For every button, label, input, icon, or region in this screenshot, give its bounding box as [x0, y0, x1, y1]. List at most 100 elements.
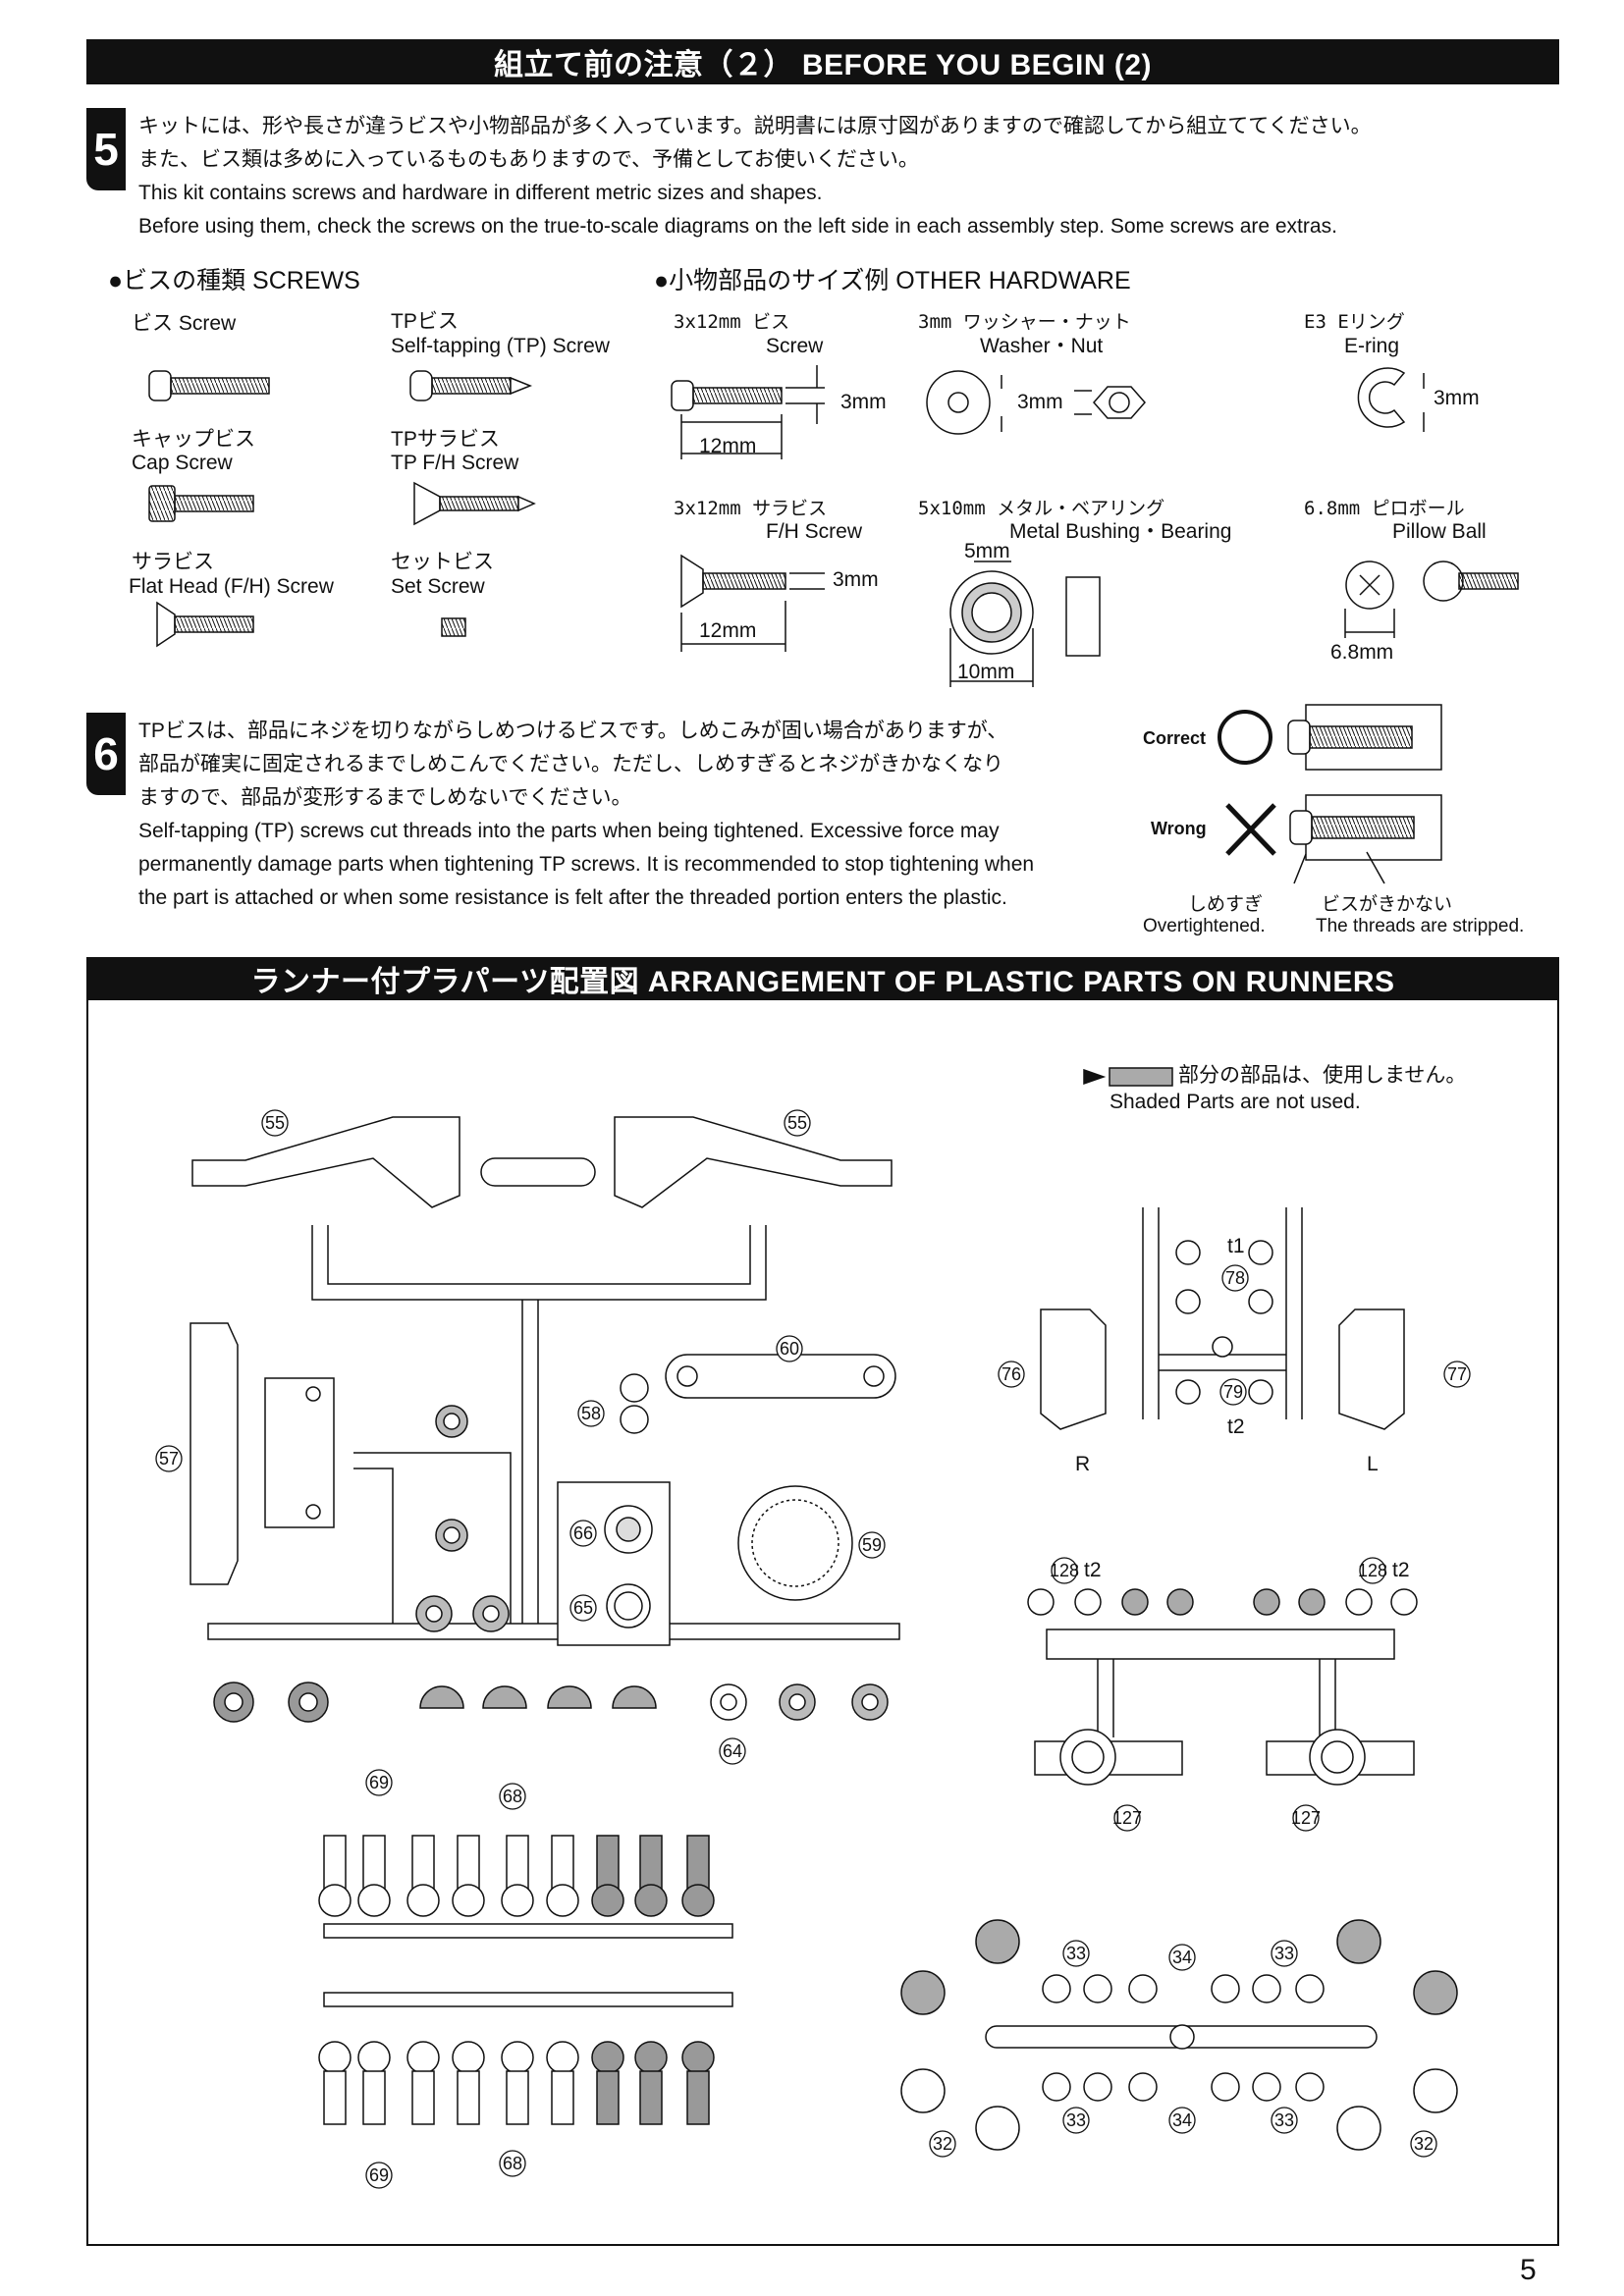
label-R: R [1075, 1453, 1090, 1475]
dim-fh-12mm: 12mm [699, 619, 757, 642]
callout-128b: 128 [1358, 1561, 1387, 1580]
page-number: 5 [1520, 2254, 1537, 2286]
step6-line-4: Self-tapping (TP) screws cut threads int… [138, 820, 1000, 842]
hw-ering-label-jp: E3 Eリング [1304, 311, 1405, 333]
step-number-5: 5 [86, 108, 126, 190]
label-t2a: t2 [1084, 1559, 1102, 1581]
tp-fh-screw-label-en: TP F/H Screw [391, 452, 519, 474]
unused-note-en: Shaded Parts are not used. [1110, 1091, 1361, 1113]
wrong-screw-icon [1289, 794, 1442, 884]
fh-screw-icon [156, 601, 254, 648]
correct-label: Correct [1143, 728, 1207, 748]
unused-note-jp: 部分の部品は、使用しません。 [1178, 1064, 1467, 1087]
callout-64: 64 [723, 1741, 742, 1761]
screws-header: ●ビスの種類 SCREWS [108, 267, 360, 294]
step6-line-5: permanently damage parts when tightening… [138, 853, 1035, 876]
correct-screw-icon [1287, 704, 1442, 771]
callout-57: 57 [159, 1449, 179, 1468]
callout-32b: 32 [1414, 2134, 1434, 2154]
hw-screw-label-en: Screw [766, 335, 824, 357]
correct-circle-icon [1218, 710, 1272, 765]
hw-pillow-label-jp: 6.8mm ピロボール [1304, 498, 1465, 519]
runner-e-drawing [900, 1919, 1458, 2151]
callout-33b: 33 [1274, 1944, 1294, 1963]
callout-77: 77 [1447, 1364, 1467, 1384]
callout-128a: 128 [1050, 1561, 1079, 1580]
label-L: L [1367, 1453, 1379, 1475]
step6-line-6: the part is attached or when some resist… [138, 886, 1007, 909]
runner-d-drawing [318, 1835, 733, 2125]
callout-33d: 33 [1274, 2110, 1294, 2130]
dim-bearing-10mm: 10mm [957, 661, 1015, 683]
dim-screw-12mm: 12mm [699, 435, 757, 457]
callout-34a: 34 [1172, 1948, 1192, 1967]
tp-fh-screw-icon [413, 481, 536, 526]
step5-line-2: また、ビス類は多めに入っているものもありますので、予備としてお使いください。 [138, 148, 919, 171]
callout-68b: 68 [503, 2154, 522, 2173]
runner-c-drawing [1027, 1588, 1418, 1786]
callout-68a: 68 [503, 1787, 522, 1806]
callout-127b: 127 [1291, 1808, 1321, 1828]
callout-59: 59 [862, 1535, 882, 1555]
step6-line-2: 部品が確実に固定されるまでしめこんでください。ただし、しめすぎるとネジがきかなく… [138, 753, 1003, 775]
label-t2b: t2 [1392, 1559, 1410, 1581]
tp-screw-icon [409, 370, 533, 401]
hardware-header: ●小物部品のサイズ例 OTHER HARDWARE [654, 267, 1131, 294]
dim-ering-3mm: 3mm [1434, 387, 1480, 409]
shaded-legend-icon [1083, 1067, 1173, 1087]
dim-bearing-5mm: 5mm [964, 540, 1010, 562]
wrong-label: Wrong [1151, 819, 1207, 838]
overtightened-jp: しめすぎ [1188, 894, 1264, 915]
bearing-icon [949, 561, 1101, 687]
tp-fh-screw-label-jp: TPサラビス [391, 428, 500, 451]
dim-screw-3mm: 3mm [840, 391, 887, 413]
callout-69a: 69 [369, 1773, 389, 1792]
tp-screw-label-en: Self-tapping (TP) Screw [391, 335, 610, 357]
label-t2: t2 [1227, 1415, 1245, 1438]
e-ring-icon [1357, 367, 1425, 432]
step5-line-1: キットには、形や長さが違うビスや小物部品が多く入っています。説明書には原寸図があ… [138, 115, 1372, 137]
wrong-x-icon [1225, 803, 1276, 856]
hw-pillow-label-en: Pillow Ball [1392, 520, 1487, 543]
set-screw-label-jp: セットビス [391, 551, 494, 573]
callout-34b: 34 [1172, 2110, 1192, 2130]
callout-33a: 33 [1066, 1944, 1086, 1963]
set-screw-icon [441, 617, 466, 637]
callout-33c: 33 [1066, 2110, 1086, 2130]
hw-washer-label-en: Washer・Nut [980, 335, 1104, 357]
stripped-jp: ビスがきかない [1322, 894, 1453, 915]
set-screw-label-en: Set Screw [391, 575, 485, 598]
callout-78: 78 [1225, 1268, 1245, 1288]
section-banner-runners: ランナー付プラパーツ配置図 ARRANGEMENT OF PLASTIC PAR… [86, 957, 1559, 1000]
hw-washer-label-jp: 3mm ワッシャー・ナット [918, 311, 1131, 333]
label-t1: t1 [1227, 1235, 1245, 1257]
runner-text-labels: t1 t2 R L t2 t2 [1075, 1235, 1410, 1581]
dim-washer-3mm: 3mm [1017, 391, 1063, 413]
hw-screw-icon [671, 365, 825, 459]
hw-ering-label-en: E-ring [1344, 335, 1400, 357]
runners-frame [86, 997, 1559, 2246]
step-number-6: 6 [86, 713, 126, 795]
hw-fh-label-jp: 3x12mm サラビス [674, 498, 828, 519]
hw-bearing-label-en: Metal Bushing・Bearing [1009, 520, 1232, 543]
callout-60: 60 [780, 1339, 799, 1359]
callout-76: 76 [1001, 1364, 1021, 1384]
cap-screw-label-jp: キャップビス [132, 428, 255, 451]
callout-65: 65 [573, 1598, 593, 1618]
step6-line-3: ますので、部品が変形するまでしめないでください。 [138, 786, 632, 809]
stripped-en: The threads are stripped. [1316, 916, 1525, 936]
step5-line-4: Before using them, check the screws on t… [138, 215, 1337, 238]
tp-screw-label-jp: TPビス [391, 310, 459, 333]
dim-fh-3mm: 3mm [833, 568, 879, 591]
cap-screw-icon [148, 485, 254, 522]
callout-55b: 55 [787, 1113, 807, 1133]
callout-55a: 55 [265, 1113, 285, 1133]
hw-fh-screw-icon [680, 554, 825, 652]
section-banner-before-you-begin: 組立て前の注意（２） BEFORE YOU BEGIN (2) [86, 39, 1559, 84]
callout-58: 58 [581, 1404, 601, 1423]
cap-screw-label-en: Cap Screw [132, 452, 233, 474]
fh-screw-label-en: Flat Head (F/H) Screw [129, 575, 334, 598]
callout-127a: 127 [1112, 1808, 1142, 1828]
hw-fh-label-en: F/H Screw [766, 520, 863, 543]
